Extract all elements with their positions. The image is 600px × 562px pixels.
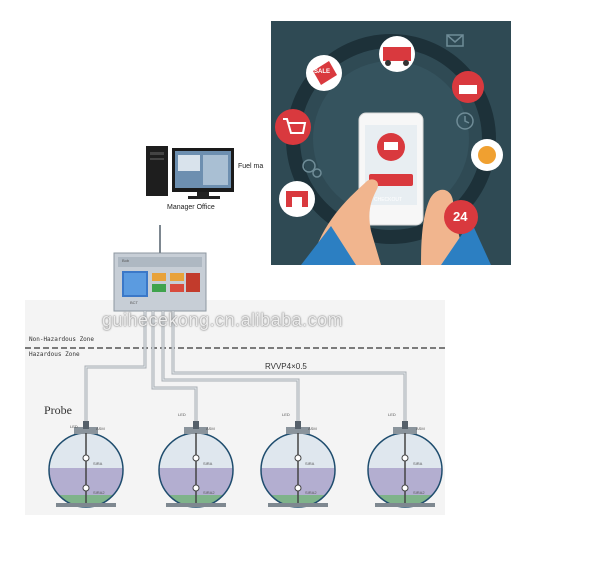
tank-1-tag-mid: SIRA	[93, 461, 103, 466]
tank-3-tag-low: SIRA2	[305, 490, 317, 495]
badge-24-label: 24	[453, 209, 468, 224]
tank-4-tag-side: ASM	[416, 426, 425, 431]
tank-3-tag-mid: SIRA	[305, 461, 315, 466]
tank-4-tag-low: SIRA2	[413, 490, 425, 495]
probe-float	[82, 454, 90, 462]
controller-unit	[113, 252, 207, 312]
shop-van-icon	[379, 36, 415, 72]
tank-3-tag-top: LED	[282, 412, 290, 417]
tank-4-tag-top: LED	[388, 412, 396, 417]
shopping-cart-icon	[275, 109, 311, 145]
smartphone	[358, 112, 424, 226]
24-hours-icon	[444, 200, 478, 234]
computer-icon	[146, 146, 234, 199]
probe-float	[401, 484, 409, 492]
sale-label: SALE	[314, 69, 331, 75]
tank-1-tag-low: SIRA2	[93, 490, 105, 495]
probe-float	[294, 454, 302, 462]
probe-float	[82, 484, 90, 492]
controller-model: BCT	[130, 300, 138, 305]
cable-spec-label: RVVP4×0.5	[265, 362, 307, 371]
coin-icon	[471, 139, 503, 171]
office-label: Manager Office	[167, 204, 215, 211]
monitor-label: Fuel ma	[238, 163, 264, 170]
mail-icon	[446, 34, 464, 47]
tank-1-tag-side: ASM	[96, 426, 105, 431]
probe-float	[192, 454, 200, 462]
controller-brand: Bob	[122, 258, 130, 263]
probe-float	[192, 484, 200, 492]
tank-2-tag-mid: SIRA	[203, 461, 213, 466]
basket-icon	[452, 71, 484, 103]
settings-icon	[302, 159, 322, 178]
hazardous-zone-label: Hazardous Zone	[29, 351, 80, 358]
phone-checkout-label: CHECKOUT	[374, 197, 403, 203]
tank-2-tag-top: LED	[178, 412, 186, 417]
probe-float	[294, 484, 302, 492]
tank-4-tag-mid: SIRA	[413, 461, 423, 466]
watermark-text: guihecekong.cn.alibaba.com	[102, 310, 344, 330]
ecommerce-illustration: SALE 24 CHECKOUT	[271, 21, 511, 265]
sale-tag-icon	[306, 55, 342, 91]
illustration-canvas	[271, 21, 511, 265]
non-hazardous-zone-label: Non-Hazardous Zone	[29, 336, 95, 343]
tank-2-tag-low: SIRA2	[203, 490, 215, 495]
probe-label: Probe	[44, 403, 72, 417]
tank-2-tag-side: ASM	[206, 426, 215, 431]
tank-1-tag-top: LED	[70, 424, 78, 429]
tank-3-tag-side: ASM	[308, 426, 317, 431]
probe-float	[401, 454, 409, 462]
tank-2	[158, 421, 234, 508]
clock-icon	[456, 112, 474, 130]
storefront-icon	[279, 181, 315, 217]
hands-illustration	[301, 179, 491, 265]
